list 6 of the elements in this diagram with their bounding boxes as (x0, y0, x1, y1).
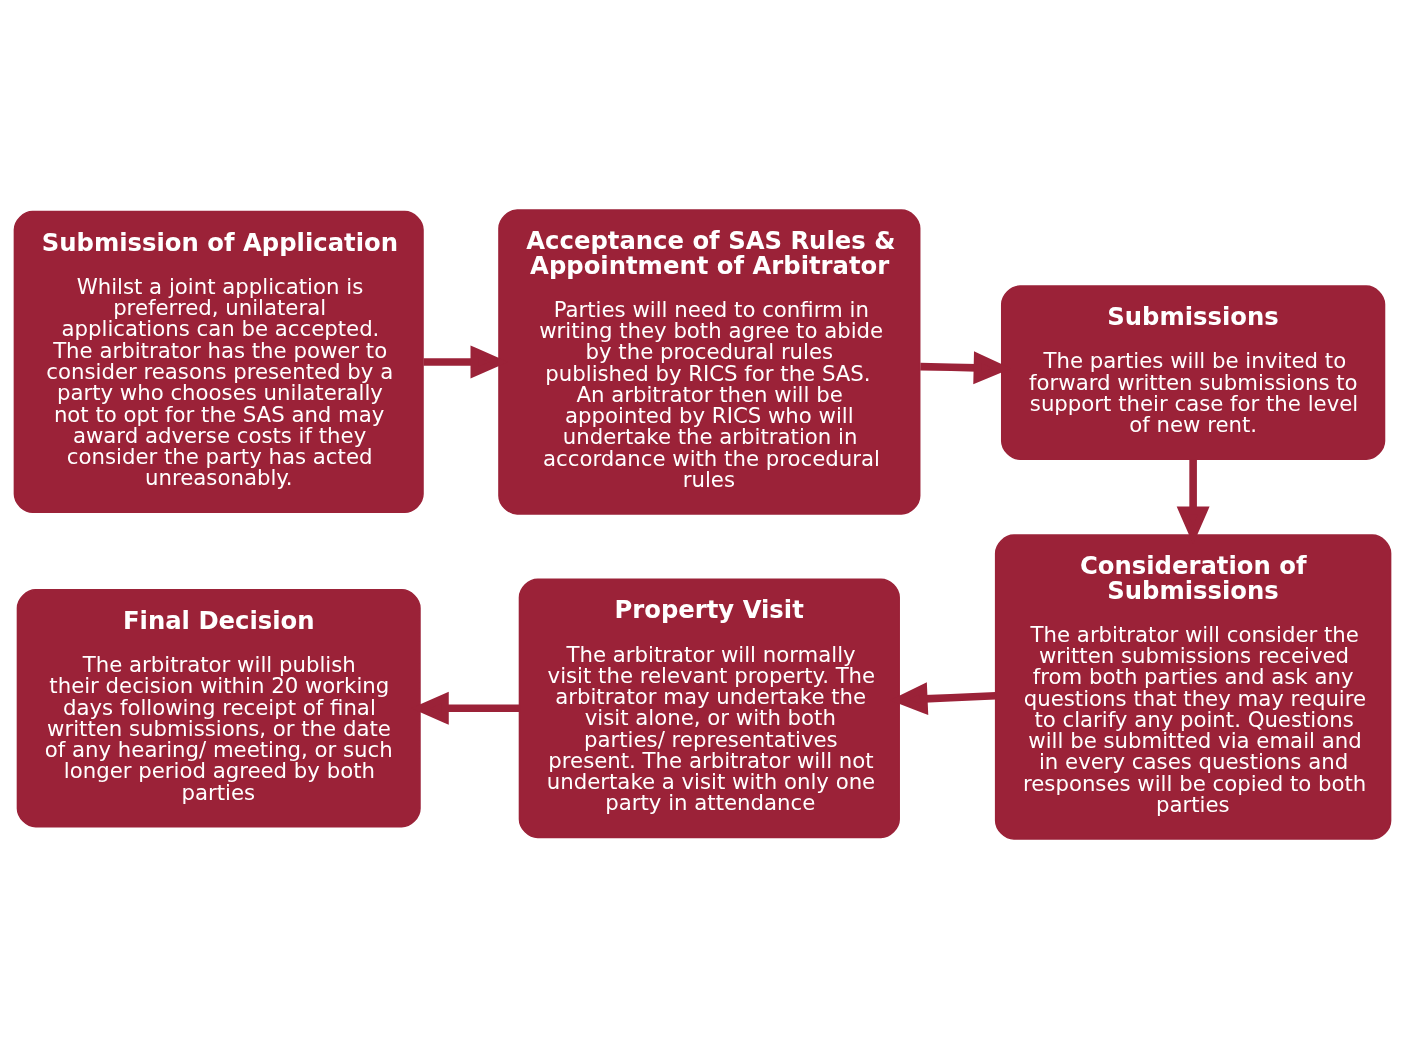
node-box: Consideration of Submissions The arbitrator will consider the written submissions received from both parties and ask any questions that they may require to clarify any point. Questions will be submitted via email and in every cases questions and responses will be copied to both parties (994, 534, 1392, 840)
node-box: Acceptance of SAS Rules & Appointment of Arbitrator Parties will need to confirm in writing they both agree to abide by the procedural rules published by RICS for the SAS. An arbitrator then will be appointed by RICS who will undertake the arbitration in accordance with the procedural rules (498, 209, 921, 515)
node-box: Property Visit The arbitrator will normally visit the relevant property. The arbitrator may undertake the visit alone, or with both parties/ representatives present. The arbitrator will not undertake a visit with only one party in attendance (518, 578, 900, 839)
node-box: Submission of Application Whilst a joint application is preferred, unilateral applications can be accepted. The arbitrator has the power to consider reasons presented by a party who chooses unilaterally not to opt for the SAS and may award adverse costs if they consider the party has acted unreasonably. (13, 210, 424, 514)
node-box: Final Decision The arbitrator will publish their decision within 20 working days following receipt of final written submissions, or the date of any hearing/ meeting, or such longer period agreed by both parties (16, 589, 421, 828)
node-box: Submissions The parties will be invited to forward written submissions to support their case for the level of new rent. (1000, 285, 1386, 460)
